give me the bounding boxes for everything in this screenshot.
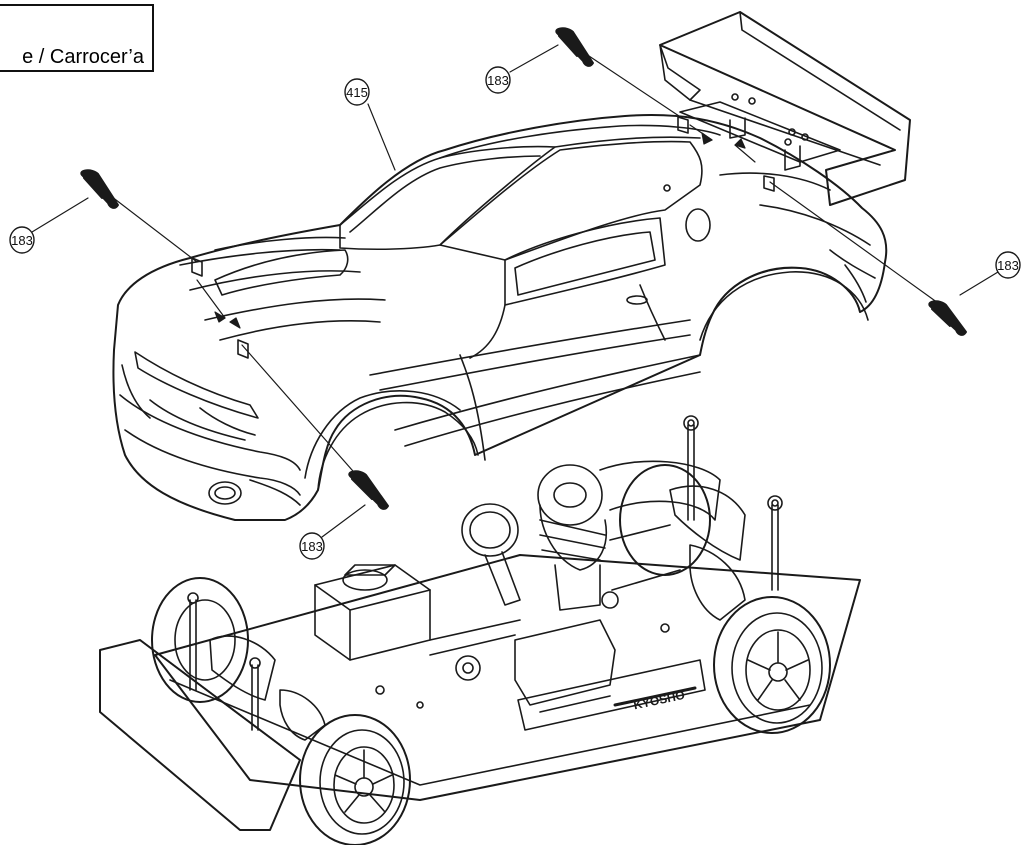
callout-183-label: 183 bbox=[487, 73, 509, 88]
callout-bubble bbox=[299, 532, 325, 560]
assembly-guides bbox=[102, 49, 946, 488]
body-posts bbox=[191, 116, 775, 359]
callout-183-label: 183 bbox=[997, 258, 1019, 273]
callout-183-label: 183 bbox=[11, 233, 33, 248]
callout-bubble bbox=[9, 226, 35, 254]
callout-bubble bbox=[344, 78, 370, 106]
car-body-shell bbox=[112, 113, 888, 521]
section-title: e / Carrocer’a bbox=[22, 46, 144, 68]
body-clip-icon bbox=[555, 27, 594, 67]
body-clip-icon bbox=[80, 169, 119, 209]
body-clip-icon bbox=[348, 470, 389, 510]
callout-bubble bbox=[485, 66, 511, 94]
callout-bubble bbox=[995, 251, 1021, 279]
callout-415-label: 415 bbox=[346, 85, 368, 100]
callout-183-label: 183 bbox=[301, 539, 323, 554]
section-title-box: e / Carrocer’a bbox=[0, 4, 154, 72]
chassis bbox=[99, 415, 861, 845]
kyosho-logo: KYOSHO bbox=[632, 688, 686, 713]
body-clip-icon bbox=[928, 300, 967, 336]
body-clips bbox=[80, 27, 967, 510]
rear-wing bbox=[659, 11, 911, 206]
callouts: 415 183 183 183 183 bbox=[9, 44, 1021, 560]
